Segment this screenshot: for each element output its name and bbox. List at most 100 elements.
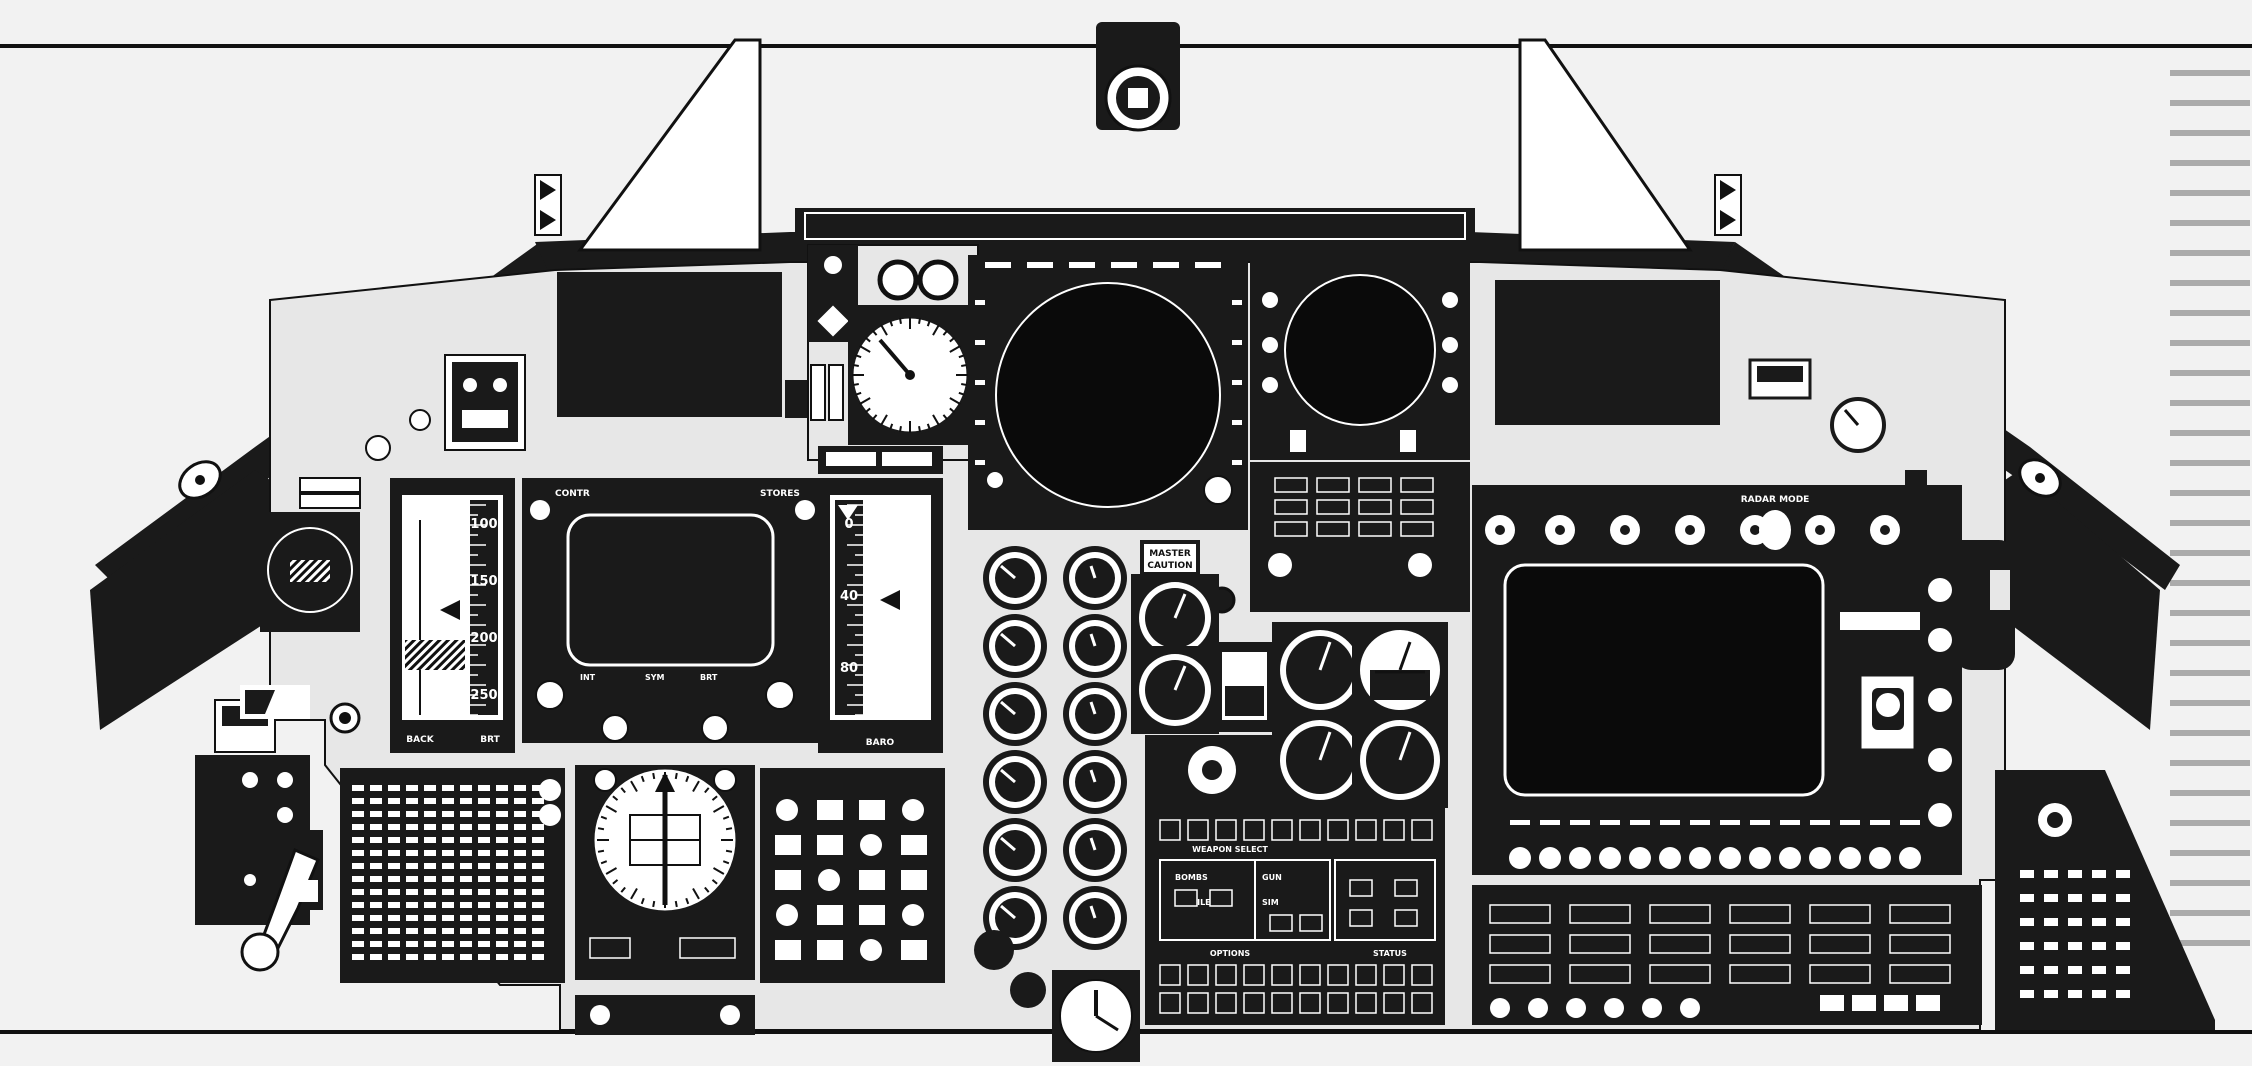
weapon-select-top-button[interactable] (1215, 819, 1237, 841)
circuit-breaker[interactable] (370, 837, 382, 843)
radar-bottom-button[interactable] (1869, 847, 1891, 869)
circuit-breaker[interactable] (352, 928, 364, 934)
tsd-button[interactable] (1358, 521, 1392, 537)
circuit-breaker[interactable] (442, 954, 454, 960)
circuit-breaker[interactable] (532, 863, 544, 869)
circuit-breaker[interactable] (370, 876, 382, 882)
nav-steering-knob[interactable] (776, 799, 798, 821)
circuit-breaker[interactable] (370, 824, 382, 830)
weapon-select-option-button[interactable] (1355, 992, 1377, 1014)
radar-bottom-button[interactable] (1629, 847, 1651, 869)
circuit-breaker[interactable] (532, 954, 544, 960)
circuit-breaker[interactable] (406, 876, 418, 882)
circuit-breaker[interactable] (532, 902, 544, 908)
radar-bottom-button[interactable] (1599, 847, 1621, 869)
circuit-breaker[interactable] (442, 863, 454, 869)
circuit-breaker[interactable] (352, 941, 364, 947)
circuit-breaker[interactable] (514, 954, 526, 960)
circuit-breaker[interactable] (478, 889, 490, 895)
center-left-mfd-knob-tr[interactable] (795, 500, 815, 520)
circuit-breaker[interactable] (370, 798, 382, 804)
circuit-breaker[interactable] (406, 902, 418, 908)
circuit-panel-knob-2[interactable] (539, 804, 561, 826)
nav-bottom-knob[interactable] (1528, 998, 1548, 1018)
circuit-breaker[interactable] (442, 915, 454, 921)
right-console-switch[interactable] (2092, 966, 2106, 974)
right-console-switch[interactable] (2116, 966, 2130, 974)
circuit-breaker[interactable] (514, 902, 526, 908)
radar-bottom-button[interactable] (1569, 847, 1591, 869)
tsd-button[interactable] (1316, 521, 1350, 537)
tsd-button[interactable] (1358, 499, 1392, 515)
circuit-breaker[interactable] (514, 863, 526, 869)
tsd-button[interactable] (1316, 499, 1350, 515)
nav-steering-button[interactable] (859, 800, 885, 820)
circuit-breaker[interactable] (424, 798, 436, 804)
circuit-breaker[interactable] (424, 902, 436, 908)
circuit-breaker[interactable] (406, 889, 418, 895)
hsi-crs-knob[interactable] (713, 768, 737, 792)
circuit-breaker[interactable] (460, 889, 472, 895)
circuit-breaker[interactable] (478, 811, 490, 817)
right-console-switch[interactable] (2116, 942, 2130, 950)
radar-bottom-button[interactable] (1779, 847, 1801, 869)
circuit-breaker[interactable] (478, 785, 490, 791)
circuit-breaker[interactable] (496, 928, 508, 934)
weapon-select-option-button[interactable] (1411, 964, 1433, 986)
radar-bottom-button[interactable] (1839, 847, 1861, 869)
right-console-switch[interactable] (2068, 894, 2082, 902)
tsd-button[interactable] (1400, 477, 1434, 493)
radar-bottom-button[interactable] (1749, 847, 1771, 869)
circuit-breaker[interactable] (442, 811, 454, 817)
circuit-breaker[interactable] (496, 798, 508, 804)
circuit-breaker[interactable] (406, 928, 418, 934)
circuit-breaker[interactable] (352, 798, 364, 804)
nav-steering-button[interactable] (775, 870, 801, 890)
center-scope-knob[interactable] (1203, 475, 1233, 505)
radar-right-knob[interactable] (1928, 628, 1952, 652)
circuit-breaker[interactable] (478, 941, 490, 947)
left-switch-b[interactable] (493, 378, 507, 392)
circuit-breaker[interactable] (442, 850, 454, 856)
circuit-breaker[interactable] (388, 876, 400, 882)
circuit-breaker[interactable] (388, 785, 400, 791)
circuit-breaker[interactable] (460, 863, 472, 869)
circuit-breaker[interactable] (370, 902, 382, 908)
circuit-breaker[interactable] (406, 915, 418, 921)
circuit-breaker[interactable] (496, 811, 508, 817)
circuit-breaker[interactable] (496, 863, 508, 869)
circuit-breaker[interactable] (442, 902, 454, 908)
right-console-switch[interactable] (2092, 894, 2106, 902)
circuit-breaker[interactable] (388, 954, 400, 960)
nav-bottom-button[interactable] (1820, 995, 1844, 1011)
weapon-select-square[interactable] (1269, 914, 1293, 932)
circuit-breaker[interactable] (424, 915, 436, 921)
circuit-breaker[interactable] (460, 902, 472, 908)
circuit-breaker[interactable] (442, 837, 454, 843)
nav-bottom-knob[interactable] (1604, 998, 1624, 1018)
circuit-breaker[interactable] (478, 850, 490, 856)
right-console-switch[interactable] (2044, 990, 2058, 998)
circuit-breaker[interactable] (514, 811, 526, 817)
weapon-select-option-button[interactable] (1383, 964, 1405, 986)
circuit-breaker[interactable] (460, 941, 472, 947)
armament-knob-4[interactable] (244, 874, 256, 886)
left-rotary-knob[interactable] (365, 435, 391, 461)
right-console-switch[interactable] (2092, 990, 2106, 998)
right-console-switch[interactable] (2068, 966, 2082, 974)
circuit-breaker[interactable] (532, 915, 544, 921)
circuit-breaker[interactable] (496, 785, 508, 791)
circuit-breaker[interactable] (406, 798, 418, 804)
circuit-breaker[interactable] (370, 863, 382, 869)
right-console-switch[interactable] (2020, 870, 2034, 878)
nav-steering-button[interactable] (817, 835, 843, 855)
radar-cursor-ball[interactable] (1876, 693, 1900, 717)
weapon-select-option-button[interactable] (1187, 964, 1209, 986)
circuit-breaker[interactable] (478, 837, 490, 843)
circuit-breaker[interactable] (370, 785, 382, 791)
right-console-switch[interactable] (2020, 966, 2034, 974)
right-console-switch[interactable] (2020, 990, 2034, 998)
right-console-switch[interactable] (2116, 918, 2130, 926)
weapon-select-top-button[interactable] (1299, 819, 1321, 841)
weapon-select-top-button[interactable] (1243, 819, 1265, 841)
